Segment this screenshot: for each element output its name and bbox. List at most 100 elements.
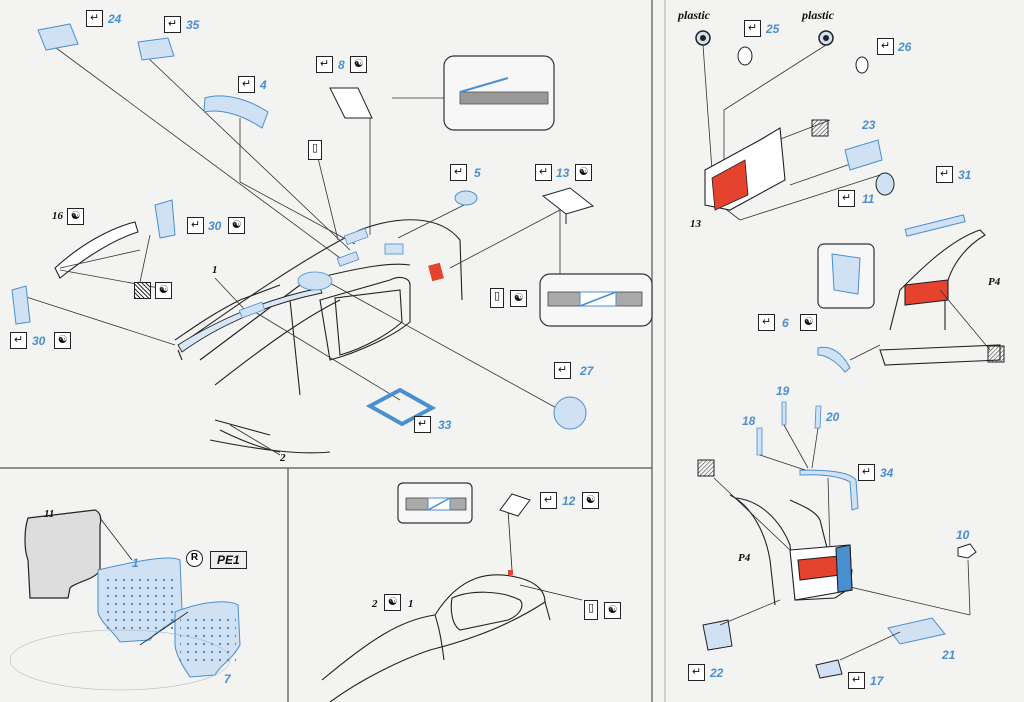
fuselage-panel-a [343,227,369,245]
file-tool-icon: ▯ [308,140,322,160]
part-label-22: 22 [710,666,724,680]
part-21-shape [887,617,946,645]
yin-yang-icon: ☯ [54,332,71,349]
hatch-mark-seat [987,345,1005,363]
plastic-label-25: plastic [678,8,710,22]
part-23-shape [844,139,883,171]
part-22-shape [702,619,733,651]
seat-assembly-top [879,229,1001,366]
part-label-6: 6 [782,316,789,330]
fuselage-panel-c [384,243,404,255]
yin-yang-icon: ☯ [350,56,367,73]
part-label-25: 25 [766,22,780,36]
part-label-33: 33 [438,418,452,432]
ref-label-p4-bottom: P4 [738,552,751,564]
yin-yang-icon: ☯ [384,594,401,611]
yin-yang-icon: ☯ [67,208,84,225]
part-label-24: 24 [108,12,122,26]
ref-label-p4-top: P4 [988,276,1001,288]
bend-arrow-icon: ↵ [936,166,953,183]
canopy-drawing [321,574,551,702]
part-label-31: 31 [958,168,972,182]
part-25-disc [737,46,753,66]
yin-yang-icon: ☯ [575,164,592,181]
yin-yang-icon: ☯ [800,314,817,331]
ref-label-2b: 2 [372,598,378,610]
part-20-shape [814,405,822,429]
part-27-shape [553,396,587,430]
part-label-16: 16 [52,210,63,222]
part-26-disc [855,56,869,74]
part-label-1-panel: 1 [132,556,139,570]
bend-arrow-icon: ↵ [86,10,103,27]
part-31-shape [904,214,966,237]
file-tool-icon: ▯ [584,600,598,620]
hatched-surface-icon [134,282,151,299]
part-label-21: 21 [942,648,956,662]
part-34-shape [799,469,859,511]
hatch-mark-34 [697,459,715,477]
yin-yang-icon: ☯ [604,602,621,619]
part-label-34: 34 [880,466,894,480]
plastic-label-26: plastic [802,8,834,22]
bend-arrow-icon: ↵ [187,217,204,234]
ref-label-1b: 1 [408,598,414,610]
part-label-12: 12 [562,494,576,508]
bend-arrow-icon: ↵ [688,664,705,681]
part-16-rail [54,221,139,279]
bend-arrow-icon: ↵ [848,672,865,689]
part-33-shape [365,387,437,427]
file-tool-icon: ▯ [490,288,504,308]
bend-arrow-icon: ↵ [744,20,761,37]
part-label-10: 10 [956,528,970,542]
seat-assembly-bottom [729,494,853,606]
part-35-shape [137,37,175,61]
part-24-shape [37,23,79,51]
part-30a-shape [154,199,176,239]
part-label-13: 13 [556,166,570,180]
part-label-23: 23 [862,118,876,132]
hatch-mark-23 [811,119,829,137]
bend-arrow-icon: ↵ [535,164,552,181]
yin-yang-icon: ☯ [228,217,245,234]
part-10-shape [957,543,977,559]
part-label-7: 7 [224,672,231,686]
bend-arrow-icon: ↵ [450,164,467,181]
part-label-11: 11 [862,192,875,206]
fuselage-side-rail [177,287,323,353]
r-mark-icon: R [186,550,203,567]
fuselage-panel-b [336,251,360,267]
part-label-17: 17 [870,674,884,688]
part-18-shape [756,427,763,456]
bend-arrow-icon: ↵ [164,16,181,33]
pe-code-badge: PE1 [210,551,247,569]
part-19-shape [781,401,787,426]
fuselage-round-panel [297,271,333,291]
part-13-shape [541,187,595,215]
ref-label-1: 1 [212,264,218,276]
ref-label-11: 11 [44,508,55,520]
part-17-shape [815,659,843,679]
fuselage-vent [238,301,266,319]
part-8-shape [329,87,373,119]
ref-label-13: 13 [690,218,701,230]
part-label-18: 18 [742,414,756,428]
ref-label-2: 2 [280,452,286,464]
bend-arrow-icon: ↵ [877,38,894,55]
part-label-5: 5 [474,166,481,180]
part-label-4: 4 [260,78,267,92]
part-label-30-left: 30 [32,334,46,348]
part-12-shape [499,493,531,517]
part-30b-shape [11,285,31,325]
part-11-lens [875,172,895,196]
red-dot-canopy [508,570,513,575]
part-label-30-top: 30 [208,219,222,233]
yin-yang-icon: ☯ [155,282,172,299]
bend-arrow-icon: ↵ [414,416,431,433]
part-label-27: 27 [580,364,594,378]
leader-lines [19,41,561,456]
part-label-19: 19 [776,384,790,398]
part-6-shape [817,346,851,373]
